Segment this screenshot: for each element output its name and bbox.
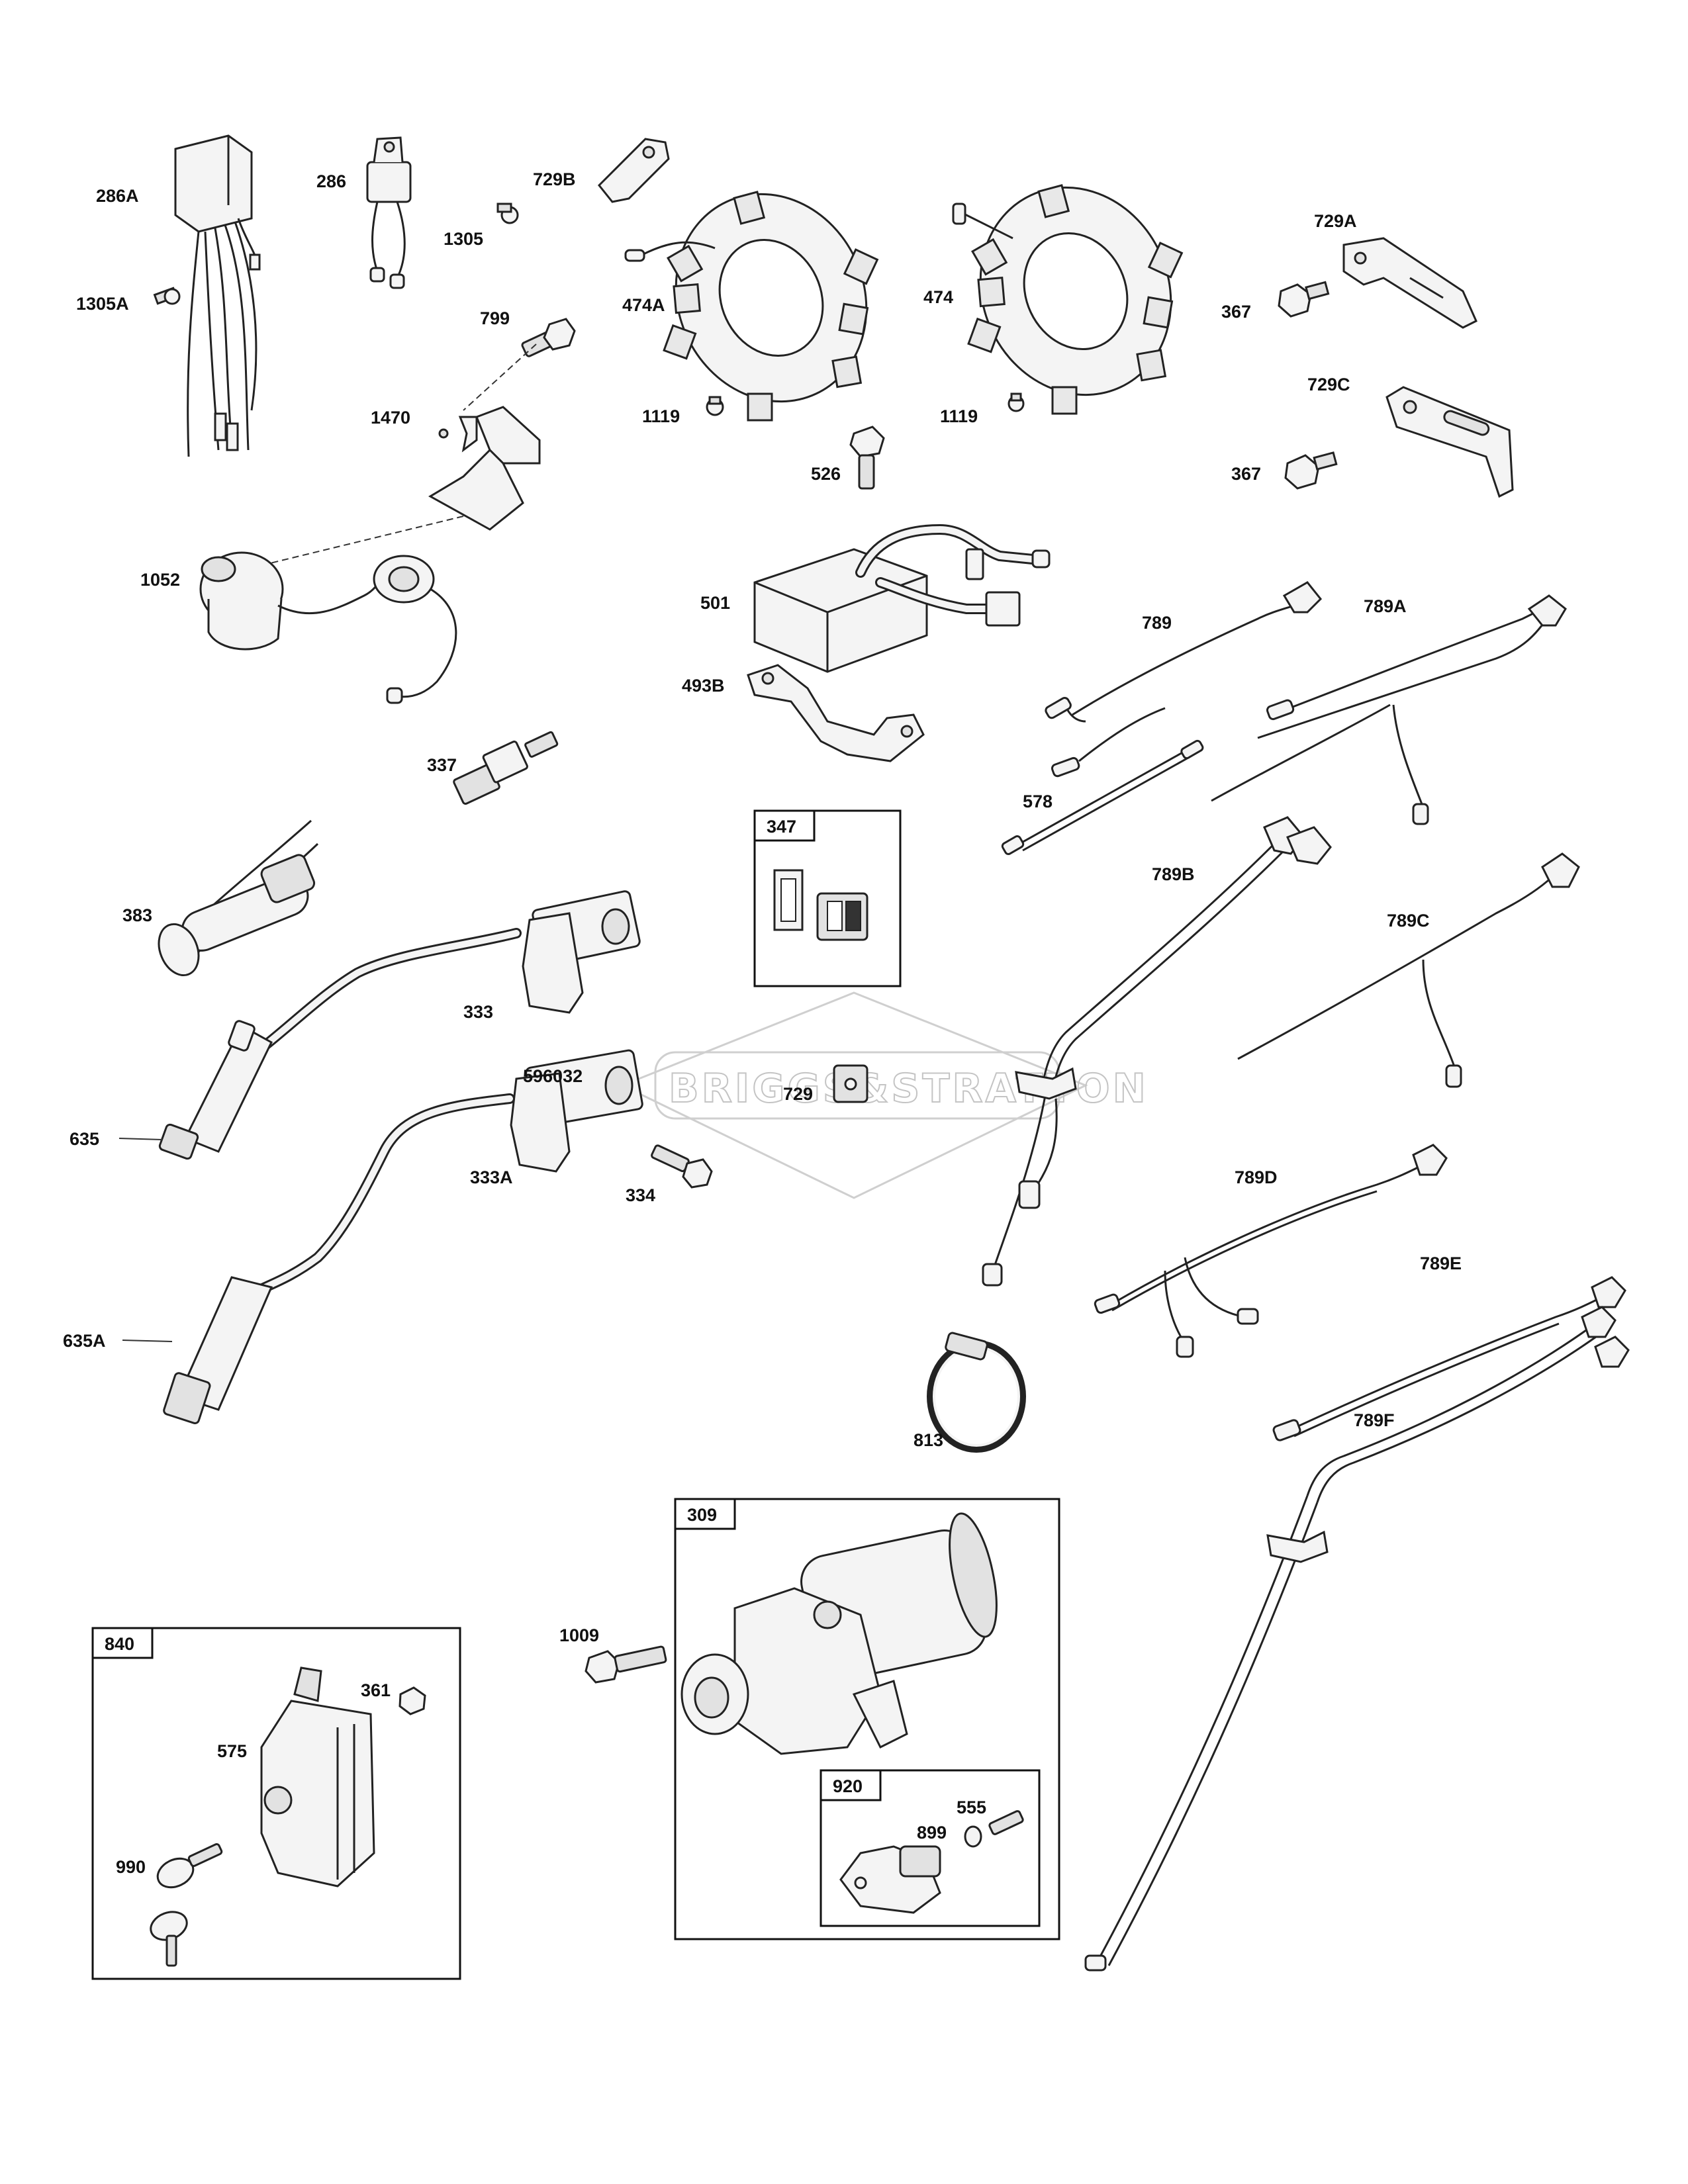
washer-899-icon [964,1825,982,1848]
bracket-729A-icon [1342,237,1477,329]
callout-729A: 729A [1314,211,1357,231]
callout-789: 789 [1142,613,1172,633]
callout-789D: 789D [1235,1167,1278,1187]
wire-harness-789-icon [1045,581,1323,778]
alternator-stator-474A-icon [624,191,879,422]
bracket-1470-icon [428,406,541,531]
leader-635A [122,1340,173,1342]
callout-474: 474 [923,287,953,307]
callout-789F: 789F [1354,1410,1395,1430]
screw-1305A-icon [153,287,181,305]
keys-990-icon [150,1843,223,1967]
bolt-1009-icon [585,1645,667,1684]
nut-361-icon [399,1686,426,1715]
wire-harness-789E-icon [1272,1276,1626,1441]
leader-635 [118,1138,163,1140]
box-309: 309 [674,1498,1060,1940]
part-383-icon [158,819,319,977]
callout-729: 729 [783,1084,813,1104]
ignition-module-286A-icon [174,134,261,457]
callout-1119-right: 1119 [940,406,978,426]
callout-729B: 729B [533,169,576,189]
callout-1052: 1052 [140,570,180,590]
callout-578: 578 [1023,792,1053,811]
box-920-label: 920 [833,1776,863,1796]
callout-1009: 1009 [559,1625,599,1645]
ignition-coil-333A-icon [163,1049,643,1424]
rectifier-regulator-501-icon [753,523,1051,673]
box-840: 840 [91,1627,461,1980]
callout-334: 334 [626,1185,655,1205]
wire-578-icon [1001,739,1204,855]
callout-367-lower: 367 [1231,464,1261,484]
wire-harness-789A-icon [1211,594,1567,825]
callout-799: 799 [480,308,510,328]
callout-labels: 286A 1305A 286 1305 729B 474A 1119 474 1… [63,169,1462,1877]
callout-367-upper: 367 [1221,302,1251,322]
starter-motor-icon [680,1512,998,1755]
callout-383: 383 [122,905,152,925]
callout-286A: 286A [96,186,139,206]
callout-789C: 789C [1387,911,1430,931]
callout-1470: 1470 [371,408,410,428]
callout-501: 501 [700,593,730,613]
bracket-729B-icon [597,138,670,203]
solenoid-icon [839,1845,941,1914]
bolt-367-lower-icon [1284,451,1338,490]
callout-813: 813 [914,1430,943,1450]
wire-harness-789B-icon [982,816,1332,1287]
callout-789B: 789B [1152,864,1195,884]
callout-899: 899 [917,1823,947,1843]
box-920: 920 [820,1769,1041,1927]
callout-555: 555 [957,1797,986,1817]
ignition-module-286-icon [366,136,412,289]
screw-1119-right-icon [1008,392,1025,412]
box-840-label: 840 [105,1634,134,1654]
sensor-337-icon [453,731,559,805]
key-switch-575-icon [260,1666,375,1888]
screw-334-icon [651,1144,713,1189]
callout-729C: 729C [1307,375,1350,394]
hose-clamp-813-icon [927,1332,1026,1453]
bolt-367-upper-icon [1278,281,1330,318]
wire-harness-789C-icon [1237,852,1580,1088]
callout-333: 333 [463,1002,493,1022]
callout-1305A: 1305A [76,294,129,314]
callout-789A: 789A [1364,596,1407,616]
screw-555-icon [988,1810,1024,1835]
callout-1119-left: 1119 [642,406,680,426]
callout-333A: 333A [470,1167,513,1187]
callout-493B: 493B [682,676,725,696]
screw-526-icon [849,426,885,490]
clip-729-icon [833,1064,868,1103]
box-309-label: 309 [687,1505,717,1525]
ignition-coil-333-icon [158,890,641,1160]
callout-526: 526 [811,464,841,484]
callout-575: 575 [217,1741,247,1761]
callout-337: 337 [427,755,457,775]
callout-361: 361 [361,1680,391,1700]
switch-1052-icon [199,551,457,704]
screw-799-icon [521,318,576,357]
callout-596032: 596032 [523,1066,583,1086]
callout-1305: 1305 [444,229,483,249]
leader-799 [463,343,537,411]
bracket-729C-icon [1385,386,1514,498]
callout-286: 286 [316,171,346,191]
callout-474A: 474A [622,295,665,315]
wire-harness-789F-icon [1084,1306,1630,1972]
box-347: 347 [753,809,902,987]
box-347-label: 347 [767,817,796,837]
wire-harness-789D-icon [1094,1144,1448,1358]
callout-635A: 635A [63,1331,106,1351]
callout-635: 635 [70,1129,99,1149]
callout-990: 990 [116,1857,146,1877]
bracket-493B-icon [747,664,925,762]
callout-789E: 789E [1420,1253,1462,1273]
screw-1119-left-icon [706,396,724,416]
alternator-stator-474-icon [952,184,1184,415]
screw-1305-icon [496,203,519,224]
